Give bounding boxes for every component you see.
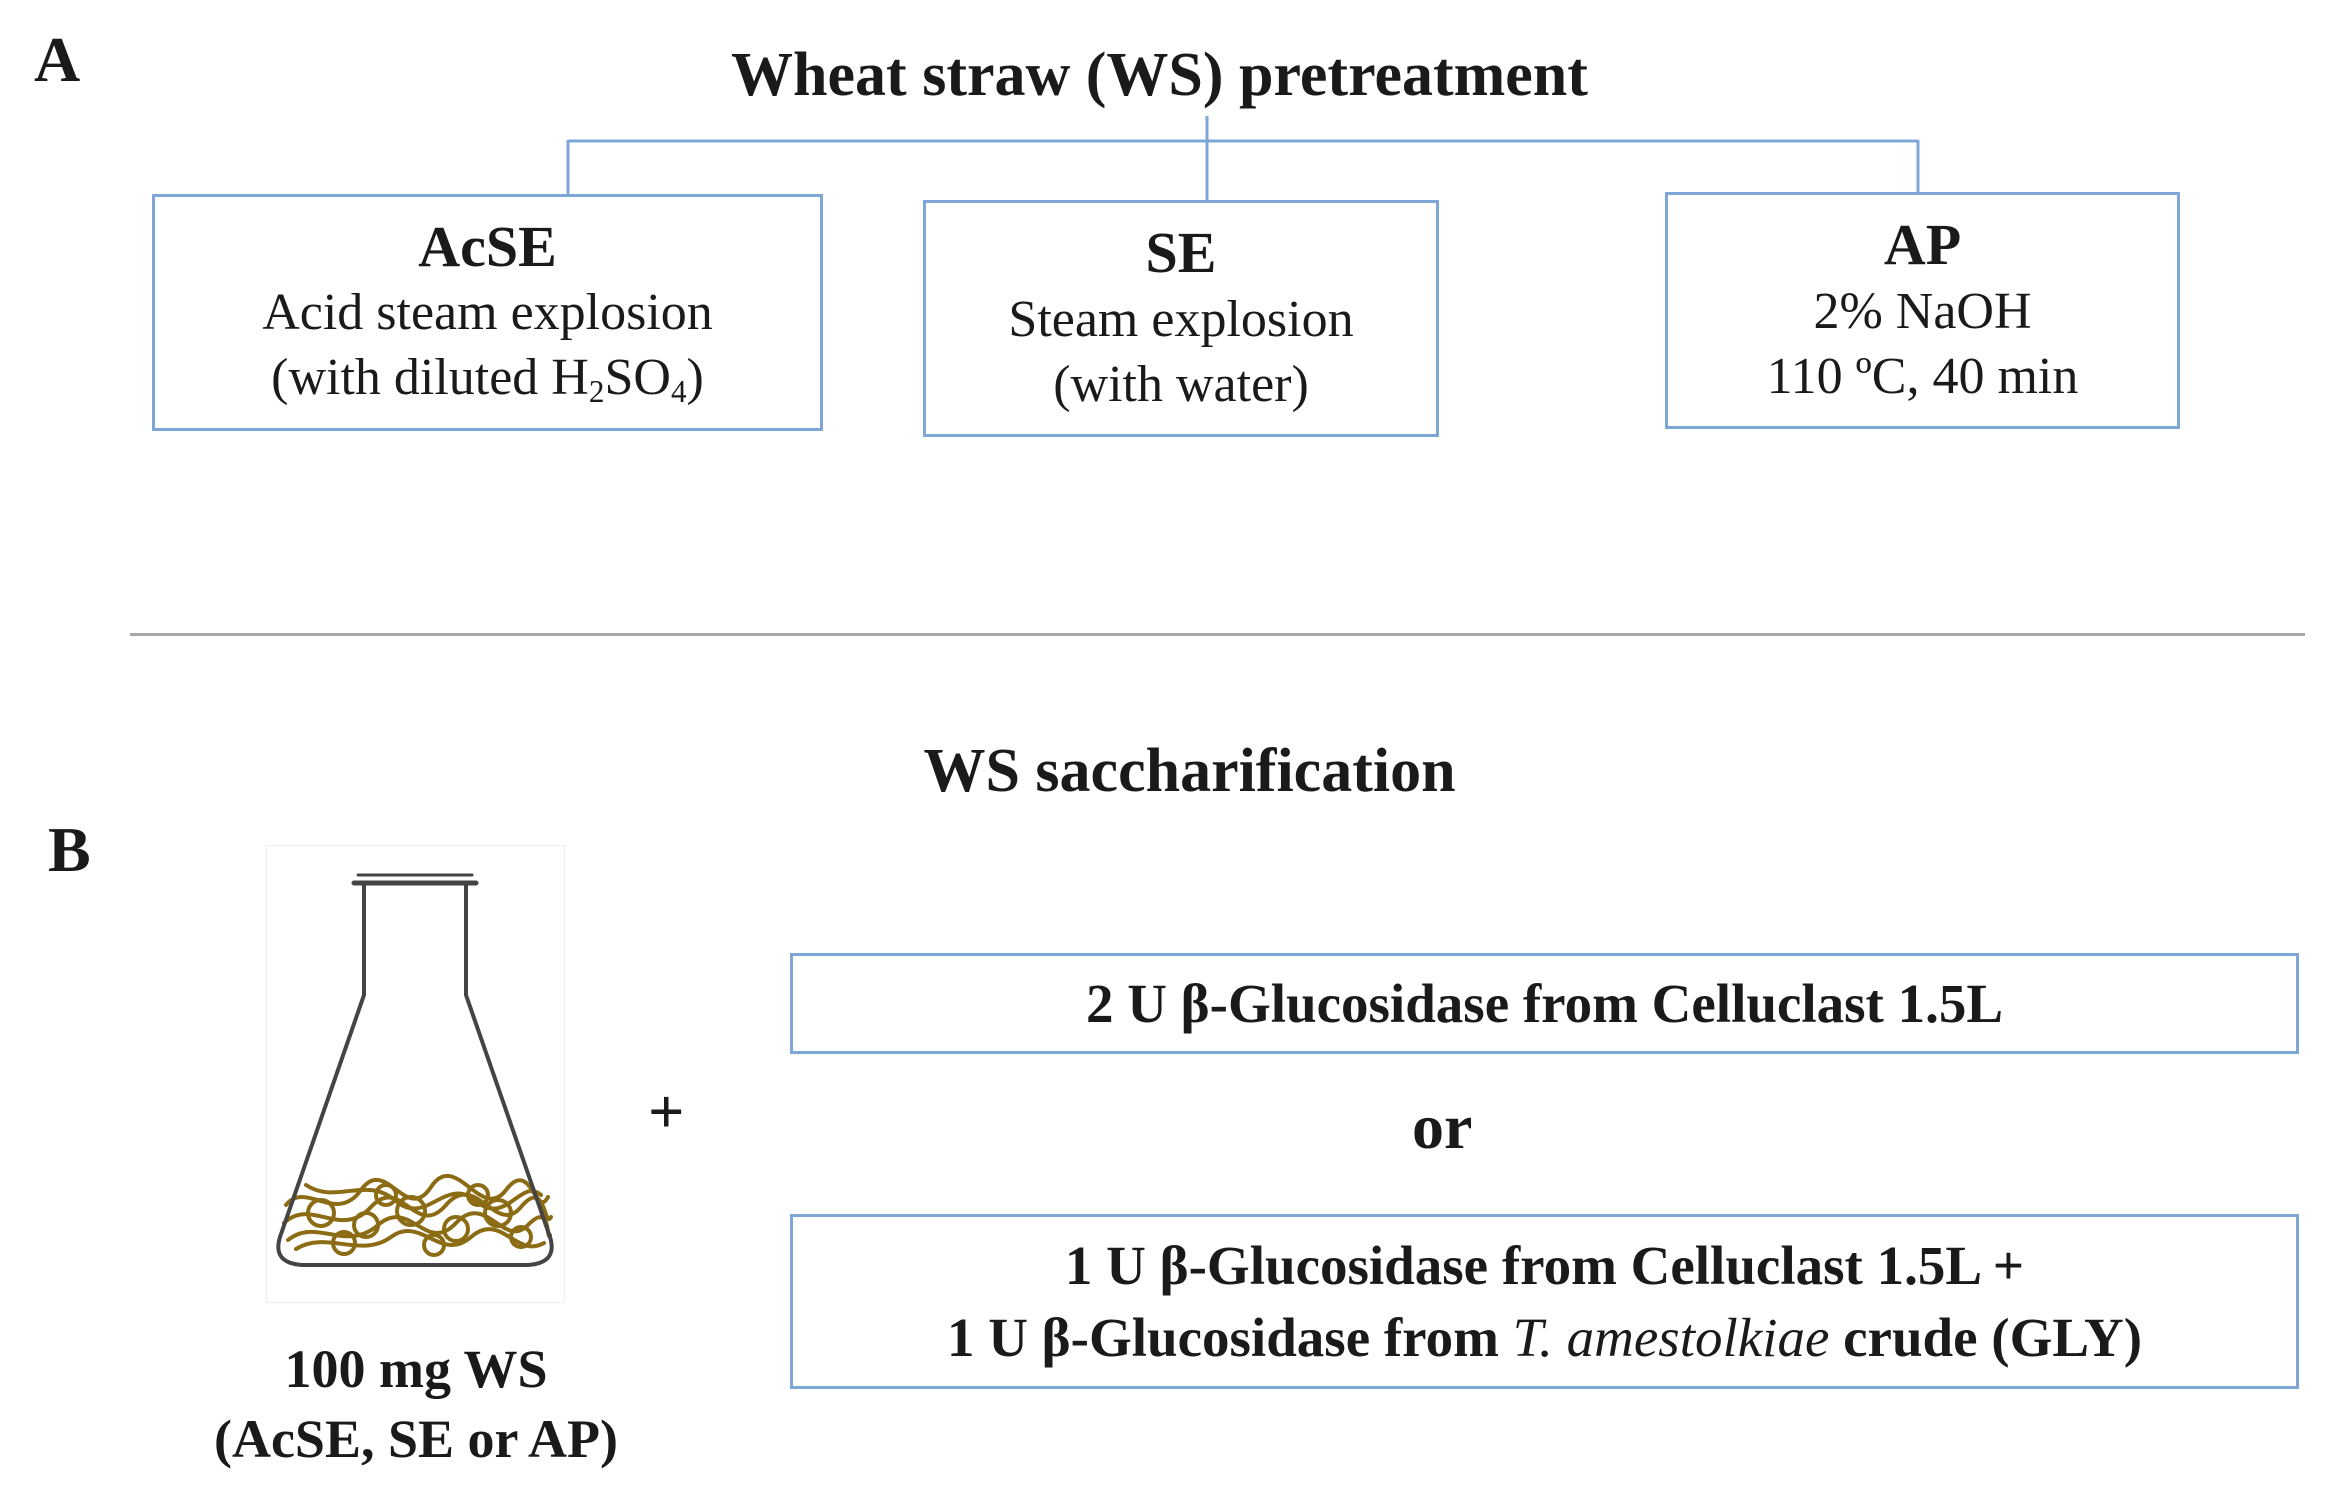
se-title: SE xyxy=(1145,220,1217,286)
enzyme-option-2-line1: 1 U β-Glucosidase from Celluclast 1.5L + xyxy=(1064,1235,2025,1296)
or-label: or xyxy=(1412,1091,1473,1162)
panel-label-a: A xyxy=(34,24,81,95)
ap-line2: 110 ºC, 40 min xyxy=(1766,347,2079,405)
enzyme-option-1: 2 U β-Glucosidase from Celluclast 1.5L xyxy=(1085,972,2004,1034)
ap-title: AP xyxy=(1883,212,1962,278)
pretreatment-title: Wheat straw (WS) pretreatment xyxy=(731,41,1588,109)
acse-line1: Acid steam explosion xyxy=(262,284,713,342)
flask-icon xyxy=(266,845,565,1303)
saccharification-title: WS saccharification xyxy=(923,737,1456,805)
plus-sign: + xyxy=(648,1076,685,1147)
enzyme-option-1-box: 2 U β-Glucosidase from Celluclast 1.5L xyxy=(790,953,2299,1054)
se-box: SE Steam explosion (with water) xyxy=(923,200,1439,437)
acse-line2: (with diluted H2SO4) xyxy=(271,349,704,410)
acse-title: AcSE xyxy=(418,213,557,279)
enzyme-option-2-line2: 1 U β-Glucosidase from T. amestolkiae cr… xyxy=(946,1306,2143,1368)
se-line1: Steam explosion xyxy=(1008,290,1354,348)
sample-label: 100 mg WS (AcSE, SE or AP) xyxy=(213,1339,619,1470)
panel-label-b: B xyxy=(48,814,91,885)
se-line2: (with water) xyxy=(1053,355,1309,413)
connector-lines xyxy=(566,116,1920,200)
acse-box: AcSE Acid steam explosion (with diluted … xyxy=(152,194,823,431)
ap-box: AP 2% NaOH 110 ºC, 40 min xyxy=(1665,192,2180,429)
enzyme-option-2-box: 1 U β-Glucosidase from Celluclast 1.5L +… xyxy=(790,1214,2299,1389)
ap-line1: 2% NaOH xyxy=(1813,282,2032,340)
section-divider xyxy=(130,633,2305,636)
